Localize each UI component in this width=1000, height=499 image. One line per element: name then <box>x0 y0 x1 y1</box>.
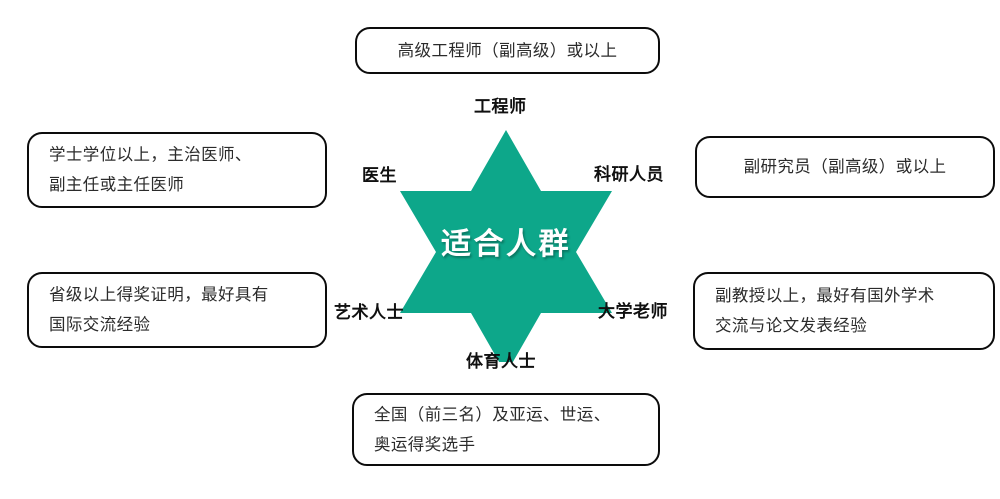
callout-professor-line-1: 副教授以上，最好有国外学术 <box>715 286 935 305</box>
callout-research: 副研究员（副高级）或以上 <box>695 136 995 198</box>
callout-engineer: 高级工程师（副高级）或以上 <box>355 27 660 74</box>
six-pointed-star-icon <box>400 130 612 362</box>
point-label-artist: 艺术人士 <box>334 303 404 323</box>
point-label-doctor: 医生 <box>362 166 397 186</box>
callout-doctor: 学士学位以上，主治医师、 副主任或主任医师 <box>27 132 327 208</box>
callout-professor: 副教授以上，最好有国外学术 交流与论文发表经验 <box>693 272 995 350</box>
callout-athlete-line-2: 奥运得奖选手 <box>374 434 476 454</box>
callout-engineer-line-1: 高级工程师（副高级）或以上 <box>397 40 618 60</box>
point-label-athlete: 体育人士 <box>466 352 536 372</box>
callout-artist-line-1: 省级以上得奖证明，最好具有 <box>49 285 269 304</box>
point-label-engineer: 工程师 <box>474 97 527 117</box>
callout-professor-line-2: 交流与论文发表经验 <box>715 316 868 335</box>
callout-athlete: 全国（前三名）及亚运、世运、 奥运得奖选手 <box>352 393 660 466</box>
callout-doctor-line-1: 学士学位以上，主治医师、 <box>49 145 252 164</box>
callout-artist-line-2: 国际交流经验 <box>49 315 151 334</box>
callout-doctor-line-2: 副主任或主任医师 <box>49 175 185 194</box>
callout-athlete-line-1: 全国（前三名）及亚运、世运、 <box>374 404 611 424</box>
callout-artist: 省级以上得奖证明，最好具有 国际交流经验 <box>27 272 327 348</box>
point-label-teacher: 大学老师 <box>598 302 668 322</box>
point-label-research: 科研人员 <box>594 165 664 185</box>
callout-research-line-1: 副研究员（副高级）或以上 <box>743 157 947 176</box>
center-star: 适合人群 <box>400 120 612 362</box>
